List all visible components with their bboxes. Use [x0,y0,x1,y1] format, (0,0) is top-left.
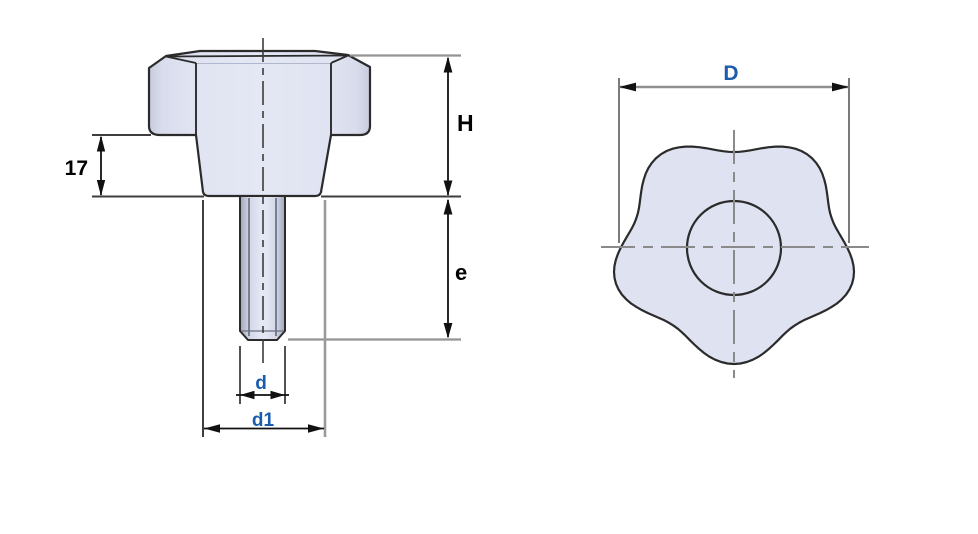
dim-D-arrow-right [832,82,849,92]
dim-d-arrow-right [270,390,285,400]
head-bevel-left [165,55,197,64]
dim-d1-arrow-right [308,424,324,433]
side-view: 17 H e d [65,38,474,437]
dim-d1-arrow-left [204,424,220,433]
dim-17-arrow-top [96,135,106,152]
dim-D-arrow-left [619,82,636,92]
dim-H-arrow-bottom [443,180,453,196]
dim-17: 17 [65,134,204,198]
dim-e-arrow-top [443,198,453,215]
dim-e-arrow-bottom [443,323,453,339]
head-top-front-edge [165,54,349,58]
dim-H: H [321,54,474,198]
dim-d1-label: d1 [252,410,275,431]
head-bevel-right [330,54,349,64]
dim-17-arrow-bottom [96,180,106,196]
top-view: D [601,62,869,378]
dim-D: D [618,62,850,243]
knob-head-outline [147,49,372,198]
dim-H-arrow-top [443,56,453,73]
dim-D-label: D [723,62,738,85]
dim-d: d [236,346,289,404]
dim-d1: d1 [202,200,327,437]
dim-e: e [288,198,467,341]
dim-e-label: e [455,260,467,285]
dim-d-label: d [255,373,267,394]
dim-17-label: 17 [65,157,88,180]
dim-d-arrow-left [240,390,255,400]
dim-H-label: H [457,110,474,136]
